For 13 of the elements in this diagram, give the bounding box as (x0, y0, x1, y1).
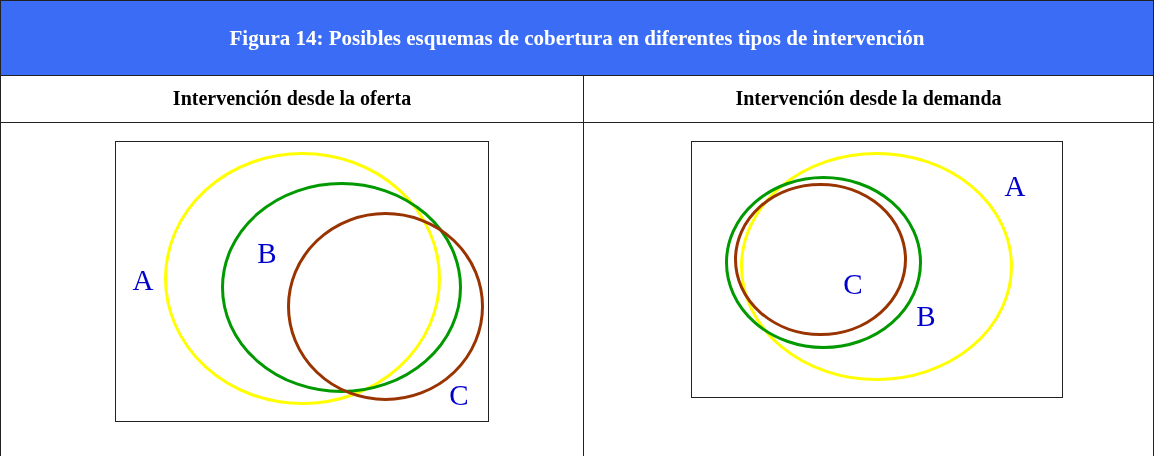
set-label: A (1004, 171, 1026, 201)
set-label: A (132, 265, 154, 295)
frame-box (115, 141, 489, 422)
frame-box (691, 141, 1063, 398)
set-label: C (449, 380, 469, 410)
ellipse (163, 151, 441, 405)
ellipse (733, 182, 907, 336)
column-heading: Intervención desde la demanda (735, 87, 1002, 110)
set-label: B (916, 301, 936, 331)
column-heading: Intervención desde la oferta (172, 87, 412, 110)
set-label: C (843, 269, 863, 299)
set-label: B (257, 238, 277, 268)
title: Figura 14: Posibles esquemas de cobertura en diferentes tipos de intervención (229, 25, 925, 51)
